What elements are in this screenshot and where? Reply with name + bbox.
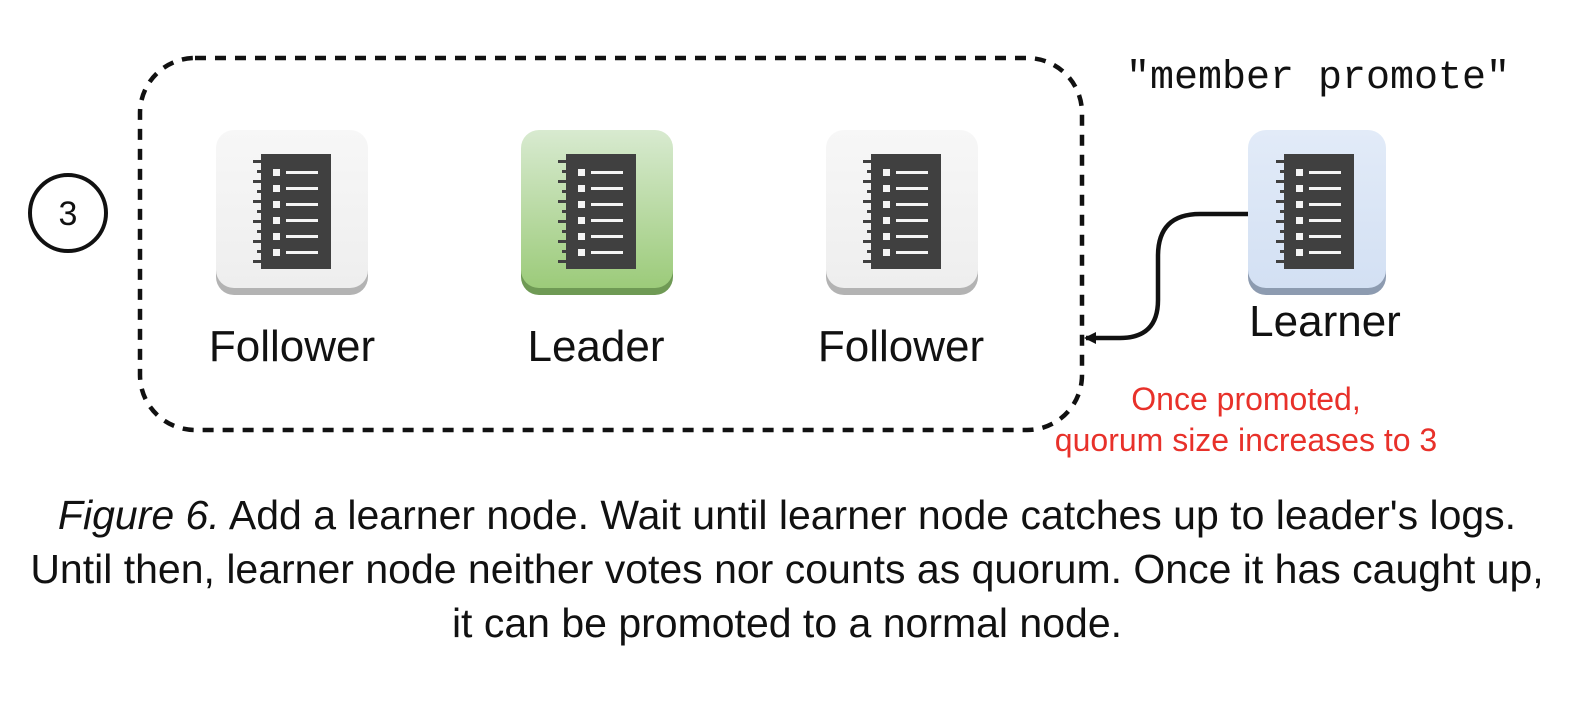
follower-node-1 — [216, 130, 368, 295]
document-log-icon — [863, 154, 941, 269]
note-line-1: Once promoted, — [1131, 381, 1360, 417]
figure-caption: Figure 6. Add a learner node. Wait until… — [30, 488, 1544, 650]
diagram-canvas: 3 "member promote" Follower Leader Follo… — [28, 55, 1510, 458]
promote-arrow — [1084, 211, 1248, 344]
command-label: "member promote" — [1126, 56, 1510, 101]
note-line-2: quorum size increases to 3 — [1055, 422, 1437, 458]
node-label-follower-2: Follower — [818, 322, 984, 371]
document-log-icon — [253, 154, 331, 269]
document-log-icon — [558, 154, 636, 269]
caption-text: Add a learner node. Wait until learner n… — [30, 492, 1544, 646]
node-label-learner: Learner — [1249, 297, 1401, 346]
learner-node — [1248, 130, 1386, 295]
node-label-follower-1: Follower — [209, 322, 375, 371]
document-log-icon — [1276, 154, 1354, 269]
node-label-leader: Leader — [527, 322, 664, 371]
cluster-boundary — [137, 55, 1085, 433]
figure-number: Figure 6. — [57, 492, 220, 538]
leader-node — [521, 130, 673, 295]
follower-node-2 — [826, 130, 978, 295]
step-number: 3 — [59, 195, 78, 233]
step-number-badge: 3 — [28, 173, 108, 253]
